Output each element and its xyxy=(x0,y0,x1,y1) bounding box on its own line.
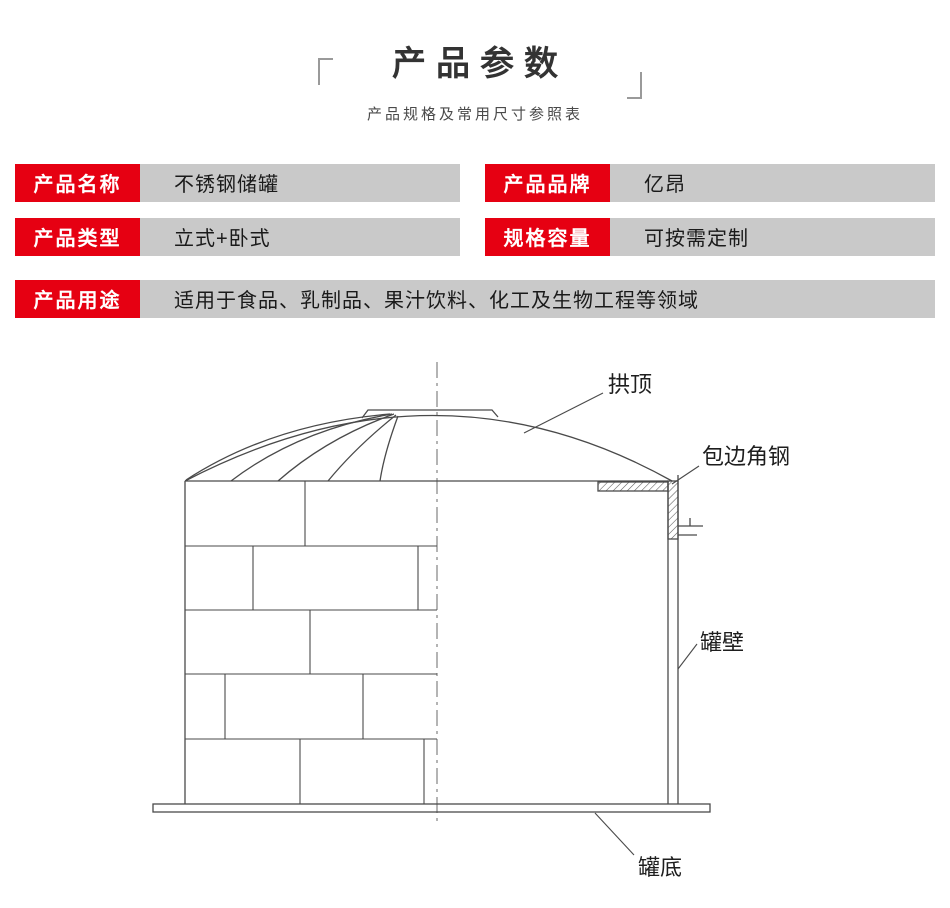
spec-label-brand: 产品品牌 xyxy=(485,163,610,202)
page-subtitle: 产品规格及常用尺寸参照表 xyxy=(366,105,583,123)
spec-value-brand: 亿昂 xyxy=(610,163,935,202)
label-dome: 拱顶 xyxy=(608,372,652,397)
spec-value-capacity: 可按需定制 xyxy=(610,217,935,256)
column-gap xyxy=(460,218,485,256)
spec-label-product-name: 产品名称 xyxy=(15,163,140,202)
bottom-leader-line xyxy=(594,812,635,856)
label-bottom: 罐底 xyxy=(638,855,682,880)
dome-leader-line xyxy=(523,392,604,434)
spec-value-product-name: 不锈钢储罐 xyxy=(140,163,460,202)
column-gap xyxy=(460,164,485,202)
wall-leader-line xyxy=(677,643,698,670)
spec-value-usage: 适用于食品、乳制品、果汁饮料、化工及生物工程等领域 xyxy=(140,279,935,318)
label-wall: 罐壁 xyxy=(700,630,744,655)
tank-diagram: 拱顶 包边角钢 罐壁 罐底 xyxy=(152,361,790,880)
label-edge-angle: 包边角钢 xyxy=(702,444,790,469)
diagram-section: 拱顶 包边角钢 罐壁 罐底 xyxy=(0,354,950,897)
edge-angle-leader-line xyxy=(671,465,700,485)
spec-table: 产品名称 不锈钢储罐 产品品牌 亿昂 产品类型 立式+卧式 规格容量 可按需定制… xyxy=(0,163,950,318)
shell-plate-seams xyxy=(185,480,437,804)
spec-label-usage: 产品用途 xyxy=(15,279,140,318)
spec-row-2: 产品类型 立式+卧式 规格容量 可按需定制 xyxy=(15,217,935,256)
spec-label-product-type: 产品类型 xyxy=(15,217,140,256)
spec-value-product-type: 立式+卧式 xyxy=(140,217,460,256)
tank-bottom-plate xyxy=(152,803,711,813)
page-title: 产品参数 xyxy=(392,45,568,83)
dome-roof xyxy=(184,409,673,482)
title-bracket-left-icon xyxy=(318,58,333,85)
edge-angle-steel xyxy=(597,480,703,540)
spec-row-1: 产品名称 不锈钢储罐 产品品牌 亿昂 xyxy=(15,163,935,202)
tank-shell xyxy=(184,474,679,804)
title-bracket-right-icon xyxy=(627,72,642,99)
spec-label-capacity: 规格容量 xyxy=(485,217,610,256)
spec-row-3: 产品用途 适用于食品、乳制品、果汁饮料、化工及生物工程等领域 xyxy=(15,279,935,318)
leader-lines xyxy=(523,392,700,856)
page-header: 产品参数 产品规格及常用尺寸参照表 xyxy=(0,0,950,124)
